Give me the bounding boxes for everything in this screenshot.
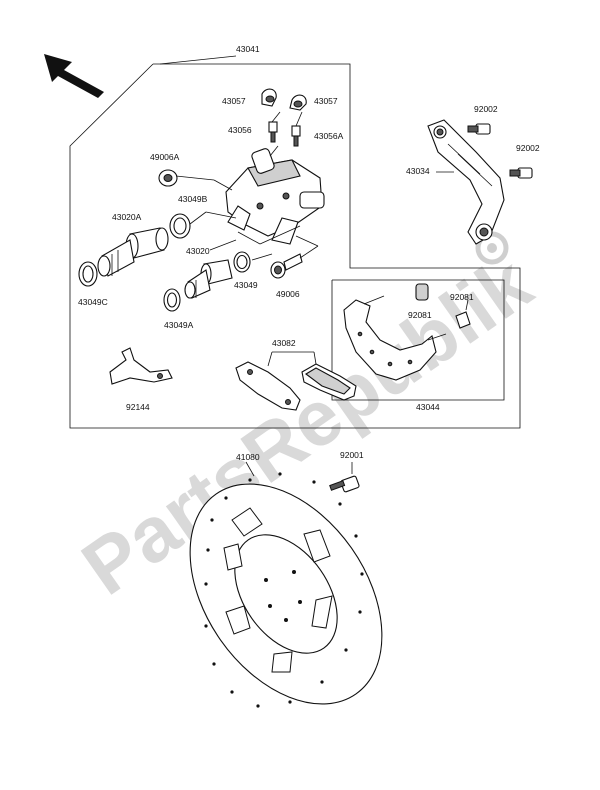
brake-pad-43082 — [301, 363, 357, 401]
label-43020: 43020 — [186, 246, 210, 256]
label-43056a: 43056A — [314, 131, 344, 141]
label-43057-left: 43057 — [222, 96, 246, 106]
caliper-leaders — [175, 111, 319, 261]
label-92002-upper: 92002 — [474, 104, 498, 114]
label-49006a: 49006A — [150, 152, 180, 162]
pad-spring-92144 — [109, 347, 173, 385]
clip-92081 — [455, 311, 471, 329]
caliper-assembly-outline — [69, 63, 521, 429]
label-43049c: 43049C — [78, 297, 108, 307]
label-92081-left: 92081 — [408, 310, 432, 320]
label-49006: 49006 — [276, 289, 300, 299]
bolt-92002-lower — [509, 167, 533, 179]
dust-boot-49006a — [158, 169, 178, 187]
caliper-body — [225, 148, 325, 245]
label-92144: 92144 — [126, 402, 150, 412]
caliper-bracket-43044 — [343, 295, 447, 381]
seal-43049b — [169, 213, 191, 239]
leader-43041 — [159, 55, 237, 65]
disc-bolt-92001 — [329, 475, 360, 493]
pad-holder-box — [331, 279, 505, 401]
label-92002-lower: 92002 — [516, 143, 540, 153]
pin-boot-49006 — [270, 253, 303, 279]
seal-43049c — [78, 261, 98, 287]
pad-shim-92081 — [415, 283, 429, 301]
label-43041: 43041 — [236, 44, 260, 54]
seal-43049 — [233, 251, 251, 273]
label-43082: 43082 — [272, 338, 296, 348]
direction-arrow-icon — [44, 54, 104, 98]
label-43049b: 43049B — [178, 194, 208, 204]
label-43056: 43056 — [228, 125, 252, 135]
bleeder-cap-right — [289, 94, 307, 111]
label-43034: 43034 — [406, 166, 430, 176]
bleeder-cap-left — [261, 88, 277, 107]
leader-92081b — [465, 299, 469, 311]
torque-link-43034 — [427, 119, 505, 245]
label-43044: 43044 — [416, 402, 440, 412]
leader-41080 — [245, 461, 255, 477]
label-92001: 92001 — [340, 450, 364, 460]
label-43057-right: 43057 — [314, 96, 338, 106]
label-92081-right: 92081 — [450, 292, 474, 302]
part-labels: 43041 43057 43057 43056 43056A 49006A 43… — [78, 44, 540, 462]
label-43049: 43049 — [234, 280, 258, 290]
piston-43020a — [97, 227, 169, 277]
label-43049a: 43049A — [164, 320, 194, 330]
bolt-92002-upper — [467, 123, 491, 135]
label-43020a: 43020A — [112, 212, 142, 222]
label-41080: 41080 — [236, 452, 260, 462]
seal-43049a — [163, 288, 181, 312]
brake-disc-41080 — [189, 472, 383, 708]
pad-plate — [235, 361, 301, 411]
piston-43020 — [184, 259, 233, 299]
bleeder-valve-right — [291, 125, 301, 147]
bleeder-valve-left — [268, 121, 278, 143]
